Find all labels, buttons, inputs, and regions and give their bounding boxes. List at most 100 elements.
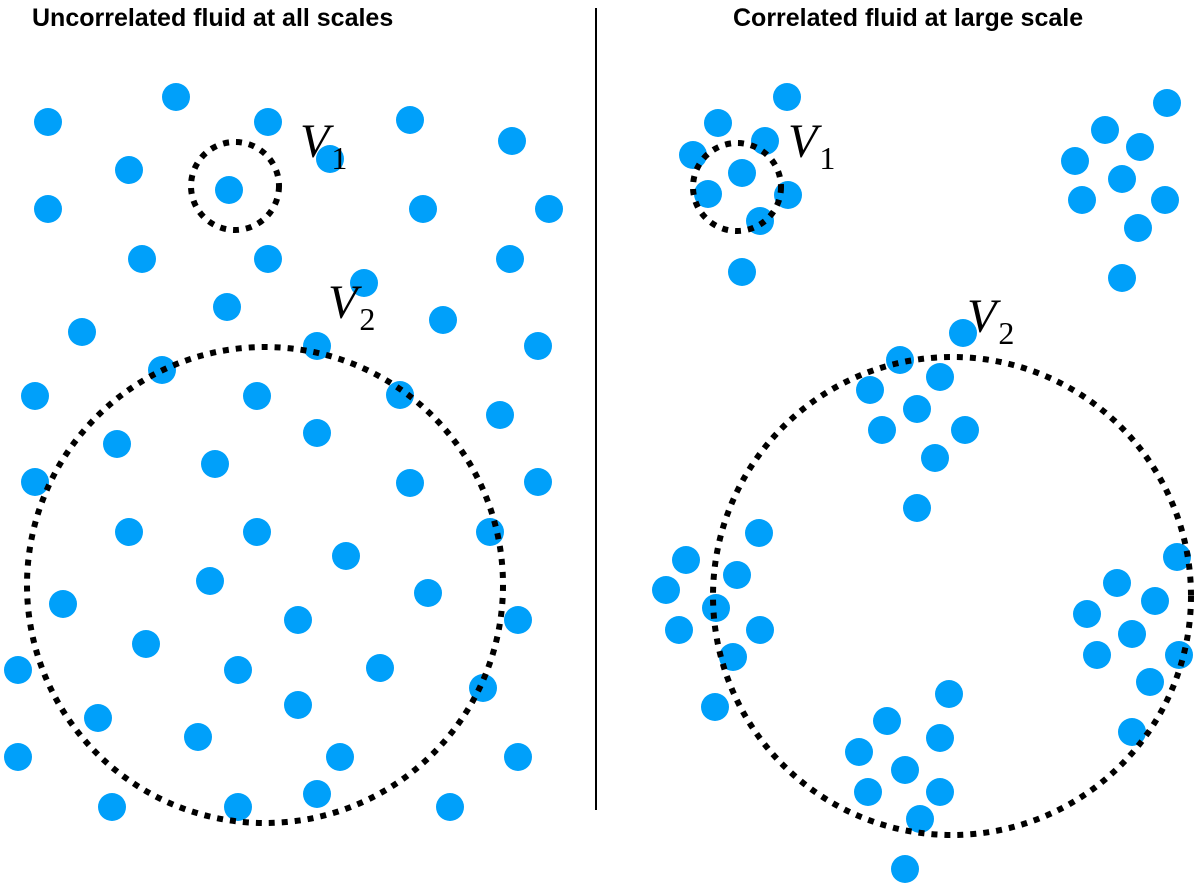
right-particle: [1141, 587, 1169, 615]
right-panel-title: Correlated fluid at large scale: [733, 4, 1083, 32]
left-particle: [409, 195, 437, 223]
left-particle: [316, 145, 344, 173]
right-particle: [1061, 147, 1089, 175]
right-particle: [1103, 569, 1131, 597]
left-particle: [4, 743, 32, 771]
right-particle: [845, 738, 873, 766]
right-particle: [728, 159, 756, 187]
left-v2-symbol: V: [328, 276, 362, 329]
left-particle: [49, 590, 77, 618]
left-particle: [504, 743, 532, 771]
left-particle: [486, 401, 514, 429]
right-particle: [926, 724, 954, 752]
left-v2-subscript: 2: [359, 301, 375, 337]
left-particle: [34, 195, 62, 223]
right-volume-v2-boundary: [710, 354, 1194, 838]
right-particle: [672, 546, 700, 574]
right-particle: [723, 561, 751, 589]
left-particle: [498, 127, 526, 155]
left-particle: [332, 542, 360, 570]
right-particle: [773, 83, 801, 111]
left-particle: [98, 793, 126, 821]
left-particle: [254, 108, 282, 136]
left-particle: [476, 518, 504, 546]
left-particle: [396, 106, 424, 134]
right-volume-v1-boundary: [690, 140, 784, 234]
right-particle: [1151, 186, 1179, 214]
left-particle: [132, 630, 160, 658]
right-v2-subscript: 2: [998, 315, 1014, 351]
right-v1-subscript: 1: [819, 140, 835, 176]
left-particle: [524, 332, 552, 360]
left-particle: [68, 318, 96, 346]
left-particle: [213, 293, 241, 321]
right-particle: [949, 319, 977, 347]
left-volume-v2-boundary: [24, 344, 506, 826]
left-particle: [224, 793, 252, 821]
right-particle: [926, 363, 954, 391]
left-particle: [535, 195, 563, 223]
left-particle: [469, 674, 497, 702]
right-particle: [701, 693, 729, 721]
left-particle: [115, 156, 143, 184]
right-v2-label: V2: [967, 290, 1014, 351]
left-particle: [115, 518, 143, 546]
left-particle: [84, 704, 112, 732]
right-particle: [886, 346, 914, 374]
left-particle: [303, 419, 331, 447]
right-particle: [1124, 214, 1152, 242]
right-particle: [935, 680, 963, 708]
left-particle: [224, 656, 252, 684]
left-panel-title: Uncorrelated fluid at all scales: [32, 4, 393, 32]
right-particle: [746, 616, 774, 644]
right-particle: [856, 376, 884, 404]
right-particle: [926, 778, 954, 806]
right-particle: [1153, 89, 1181, 117]
right-particle: [704, 109, 732, 137]
right-particle: [702, 594, 730, 622]
left-particle: [414, 579, 442, 607]
left-v1-symbol: V: [300, 115, 334, 168]
left-particle: [128, 245, 156, 273]
right-particle: [728, 258, 756, 286]
right-particle: [665, 616, 693, 644]
left-particle: [215, 176, 243, 204]
left-v1-label: V1: [300, 115, 347, 176]
right-particle: [903, 494, 931, 522]
left-particle: [201, 450, 229, 478]
left-particle: [4, 656, 32, 684]
left-particle: [429, 306, 457, 334]
right-particle: [873, 707, 901, 735]
left-v1-subscript: 1: [331, 140, 347, 176]
right-particle: [1073, 600, 1101, 628]
right-particle: [921, 444, 949, 472]
left-particle: [366, 654, 394, 682]
left-v2-label: V2: [328, 276, 375, 337]
left-particle: [196, 567, 224, 595]
right-particle: [652, 576, 680, 604]
right-particle: [891, 756, 919, 784]
right-particle: [1136, 668, 1164, 696]
left-particle: [524, 468, 552, 496]
right-particle: [1083, 641, 1111, 669]
right-v1-symbol: V: [788, 115, 822, 168]
right-particle: [694, 180, 722, 208]
right-particle: [1118, 718, 1146, 746]
left-particle: [103, 430, 131, 458]
right-particle: [751, 127, 779, 155]
right-v2-symbol: V: [967, 290, 1001, 343]
left-particle: [496, 245, 524, 273]
right-particle: [1118, 620, 1146, 648]
left-particle: [243, 518, 271, 546]
right-particle: [1091, 116, 1119, 144]
left-particle: [386, 381, 414, 409]
right-particle: [951, 416, 979, 444]
left-particle: [350, 269, 378, 297]
left-particle: [284, 691, 312, 719]
left-particle: [162, 83, 190, 111]
right-particle: [906, 805, 934, 833]
right-particle: [1163, 543, 1191, 571]
left-particles: [4, 83, 563, 821]
right-particle: [868, 416, 896, 444]
